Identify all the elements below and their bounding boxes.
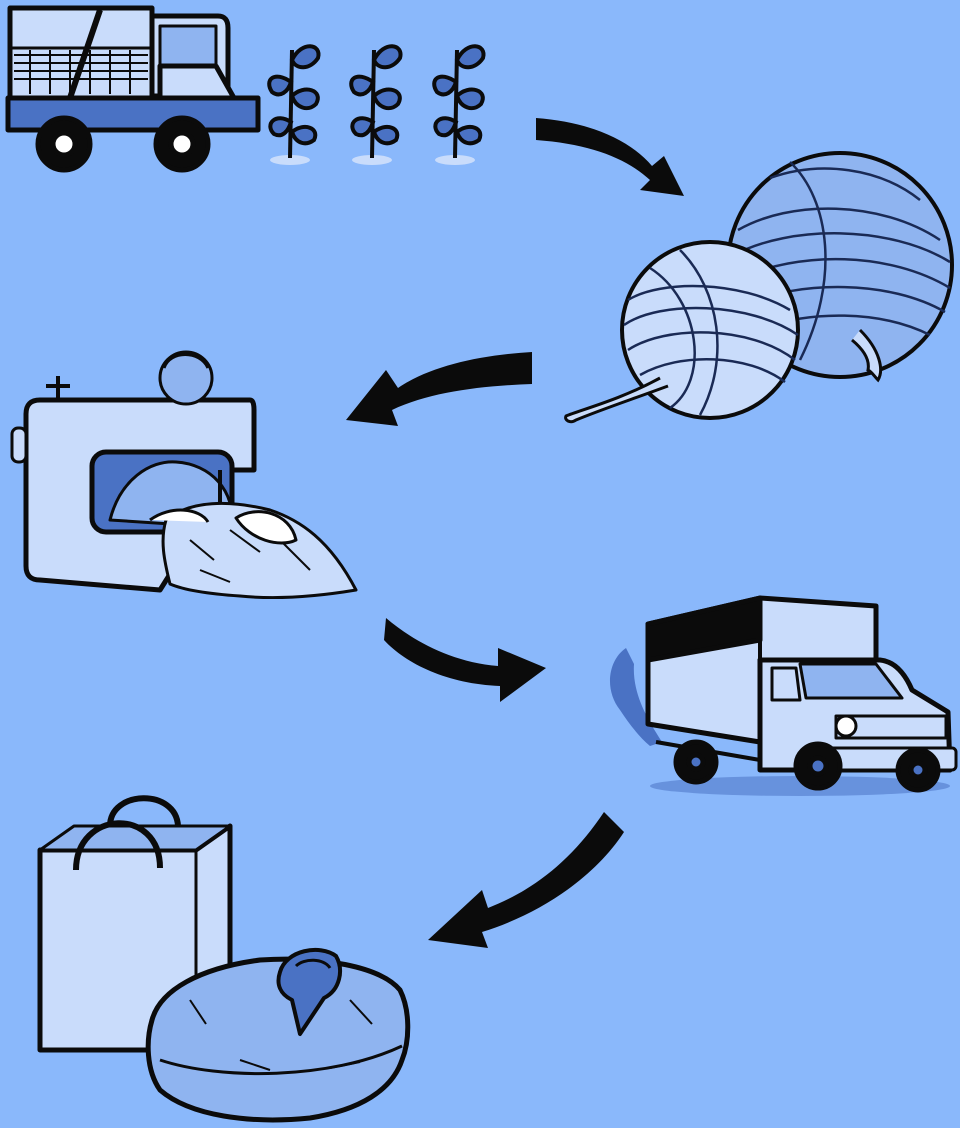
arrow-transport-to-retail [428,812,624,948]
cotton-plant-icon [434,46,483,165]
cotton-plants-icon [269,46,483,165]
cotton-harvester-icon [8,8,258,170]
sewing-machine-icon [12,352,356,598]
arrow-spinning-to-sewing [346,352,532,426]
delivery-truck-icon [610,598,956,796]
yarn-balls-icon [566,153,952,422]
arrow-sewing-to-transport [384,618,546,702]
arrow-harvest-to-spinning [536,118,684,196]
shopping-bag-shirt-icon [40,798,408,1120]
cotton-plant-icon [351,46,400,165]
cotton-plant-icon [269,46,318,165]
